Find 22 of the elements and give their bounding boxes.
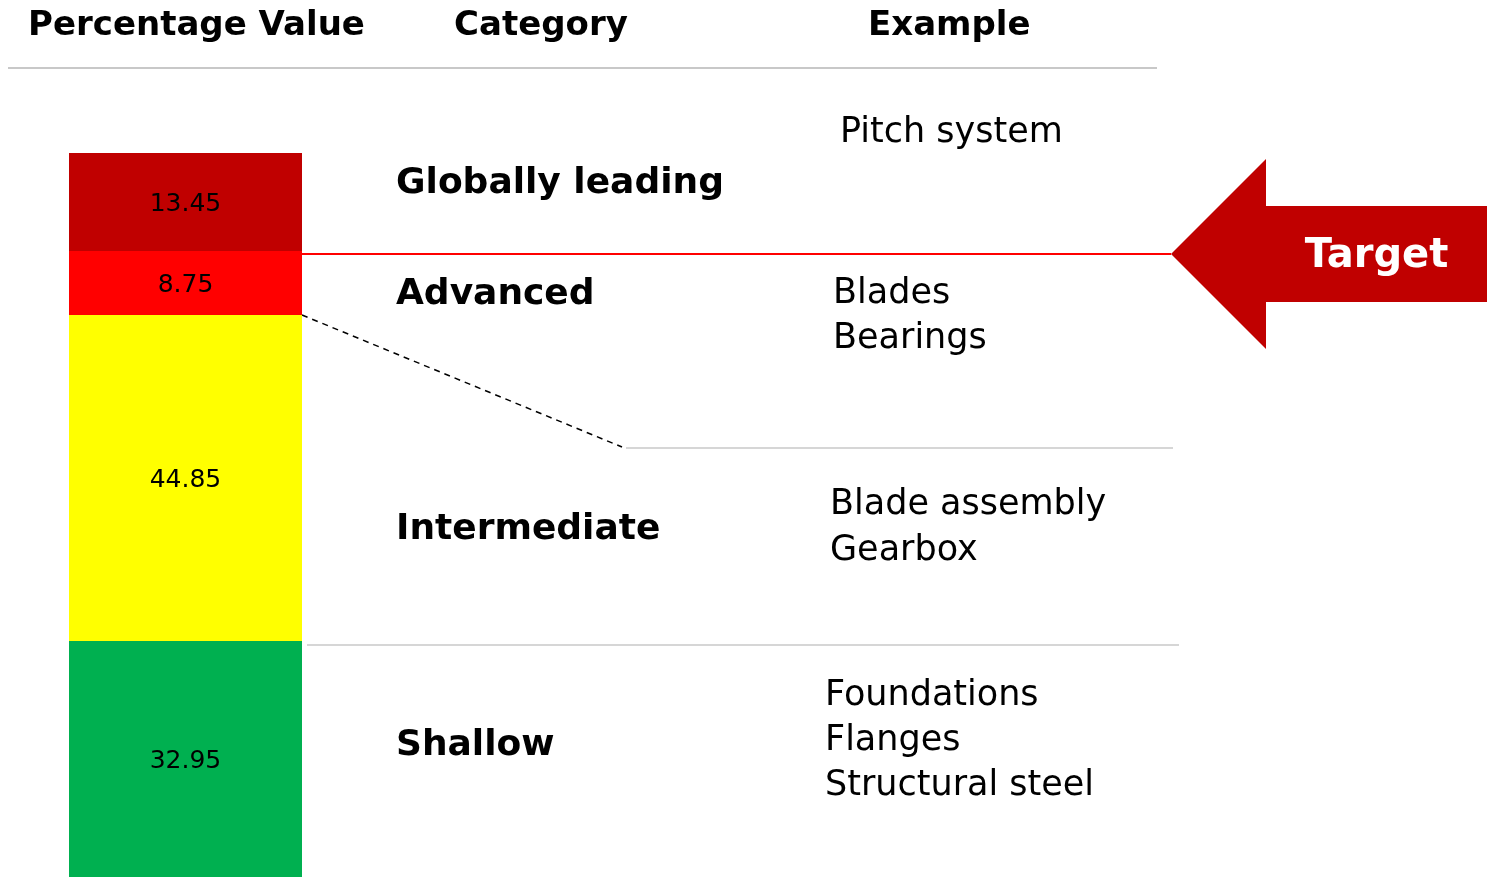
example-text: Blades — [833, 270, 951, 312]
arrow-label: Target — [1303, 229, 1450, 277]
example-text: Foundations — [825, 672, 1039, 714]
example-text: Gearbox — [830, 527, 978, 569]
example-text: Bearings — [833, 315, 987, 357]
example-text: Blade assembly — [830, 481, 1107, 523]
bar-segment: 8.75 — [69, 251, 302, 315]
connector-line — [301, 253, 1172, 255]
target-arrow — [1171, 159, 1487, 349]
example-text: Flanges — [825, 717, 961, 759]
bar-segment: 32.95 — [69, 641, 302, 877]
example-text: Structural steel — [825, 762, 1095, 804]
category-label: Shallow — [396, 721, 555, 765]
bar-segment: 13.45 — [69, 153, 302, 251]
category-label: Intermediate — [396, 505, 661, 549]
bar-segment: 44.85 — [69, 315, 302, 641]
category-label: Globally leading — [396, 159, 724, 203]
column-header: Category — [454, 3, 628, 44]
column-header: Percentage Value — [28, 3, 365, 44]
example-text: Pitch system — [840, 109, 1063, 151]
category-label: Advanced — [396, 270, 595, 314]
column-header: Example — [868, 3, 1031, 44]
